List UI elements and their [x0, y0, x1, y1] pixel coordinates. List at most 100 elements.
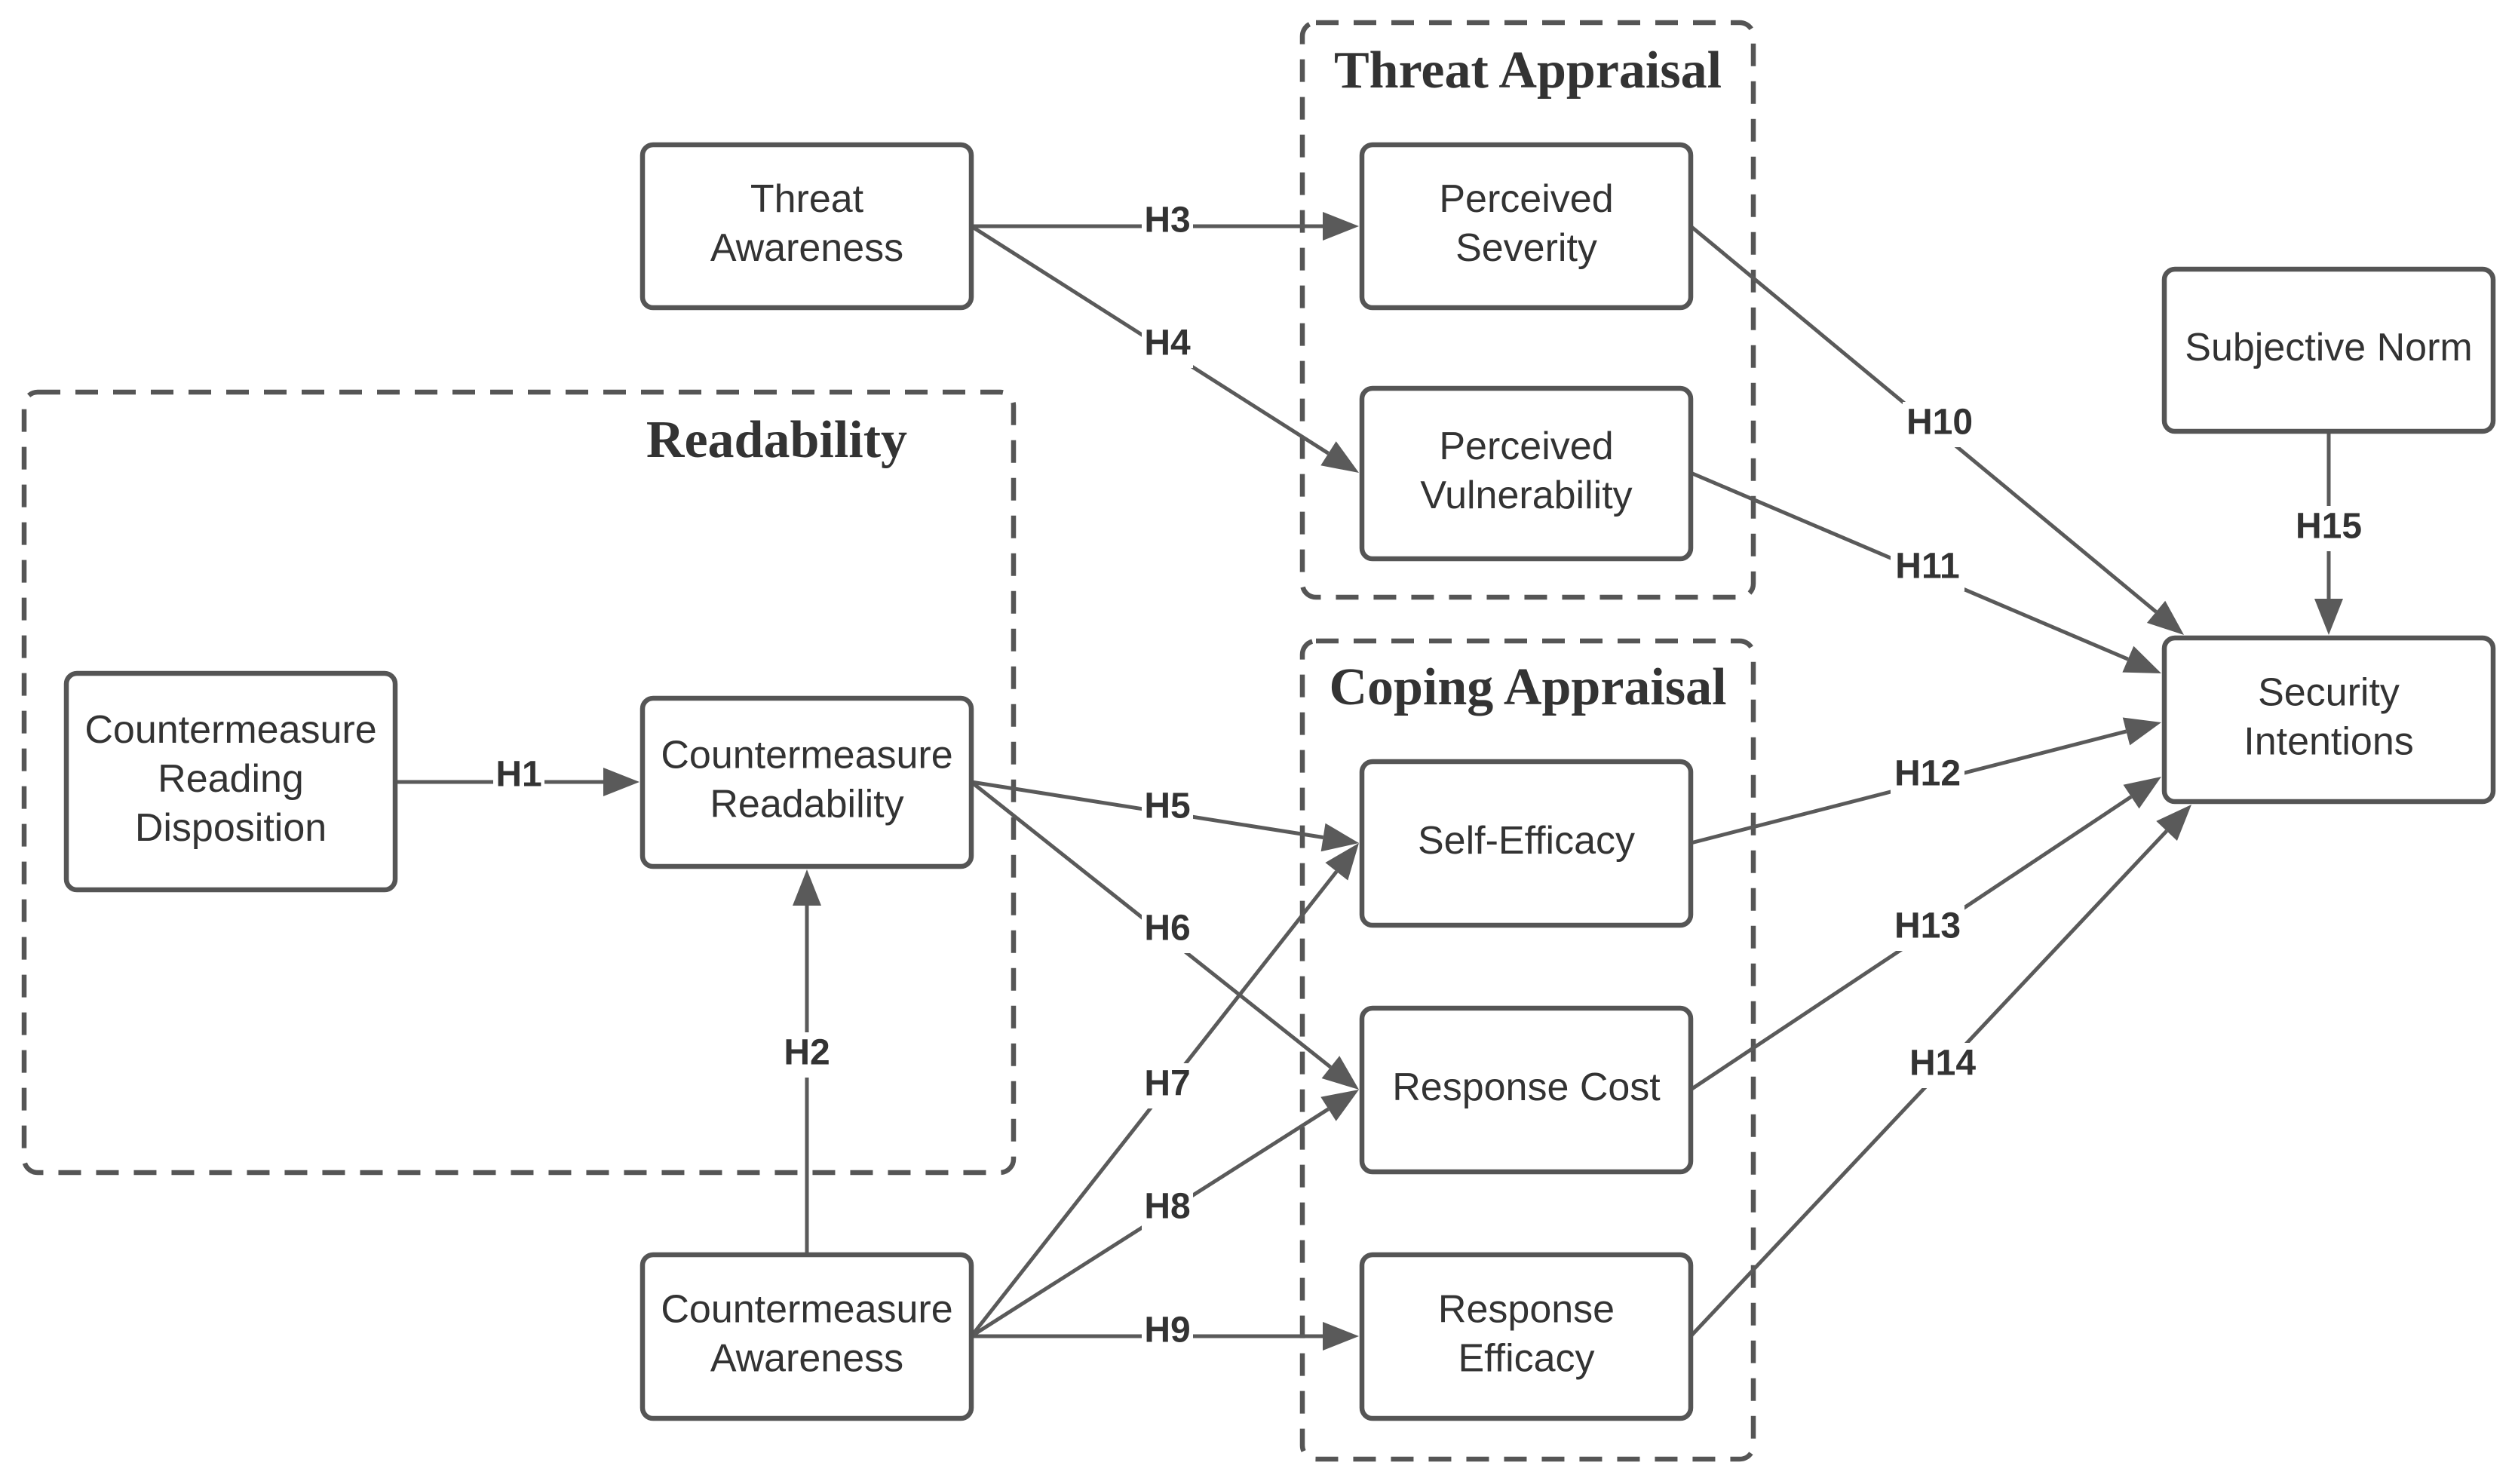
edge-h7-label: H7 — [1142, 1063, 1193, 1108]
edge-h2-label: H2 — [781, 1032, 833, 1078]
perceived-severity-label-line-1: Perceived — [1439, 177, 1613, 221]
countermeasure-readability-label-line-1: Countermeasure — [661, 734, 952, 777]
edge-h9-arrowhead — [1323, 1322, 1359, 1351]
edge-h2-arrowhead — [793, 869, 821, 906]
edge-h1-arrowhead — [603, 768, 639, 796]
edge-h3-arrowhead — [1323, 212, 1359, 241]
self-efficacy-node-box — [1359, 759, 1694, 928]
threat-awareness-label-line-2: Awareness — [710, 226, 903, 270]
edge-h8-label: H8 — [1142, 1186, 1193, 1231]
response-cost-node-box — [1359, 1005, 1694, 1175]
edge-h10-label-background — [1903, 402, 1977, 447]
edge-h1-label-text: H1 — [495, 755, 541, 795]
edge-h10-arrowhead — [2146, 600, 2184, 635]
edge-h9-label-text: H9 — [1144, 1311, 1190, 1351]
perceived-vulnerability-label-line-1: Perceived — [1439, 425, 1613, 468]
coping-appraisal-group-title: Coping Appraisal — [1329, 658, 1726, 716]
response-cost-label-line-1: Response Cost — [1392, 1065, 1661, 1109]
edge-h15-label: H15 — [2292, 506, 2366, 551]
edge-h7-label-background — [1142, 1063, 1193, 1108]
security-intentions-node-box — [2161, 635, 2496, 805]
response-efficacy-label-line-2: Efficacy — [1458, 1337, 1594, 1381]
readability-group-title: Readability — [646, 411, 907, 469]
countermeasure-readability-node-box — [639, 695, 974, 869]
edge-h4-arrowhead — [1320, 441, 1359, 473]
edge-h12-arrowhead — [2122, 717, 2161, 746]
edge-h14-label: H14 — [1906, 1043, 1980, 1088]
edge-h7-label-text: H7 — [1144, 1064, 1190, 1104]
readability-group: Readability — [21, 389, 1017, 1176]
perceived-vulnerability-node-box — [1359, 385, 1694, 562]
edge-h1-label: H1 — [493, 754, 544, 799]
edge-h13-label-text: H13 — [1894, 906, 1961, 946]
edge-h13-label-background — [1891, 906, 1964, 951]
countermeasure-reading-disposition-node-box — [63, 670, 398, 893]
edge-h2-label-background — [781, 1032, 833, 1078]
edge-h9-label-background — [1142, 1310, 1193, 1355]
edge-h11-label-text: H11 — [1895, 547, 1959, 587]
response-cost-node: Response Cost — [1359, 1005, 1694, 1175]
edge-h12-label: H12 — [1891, 753, 1964, 799]
threat-appraisal-group-title: Threat Appraisal — [1334, 41, 1722, 100]
self-efficacy-label-line-1: Self-Efficacy — [1418, 819, 1635, 863]
edge-h14-label-background — [1906, 1043, 1980, 1088]
edge-h15-label-background — [2292, 506, 2366, 551]
edge-h8-label-background — [1142, 1186, 1193, 1231]
subjective-norm-node-box — [2161, 266, 2496, 434]
edge-h6-arrowhead — [1321, 1056, 1359, 1090]
threat-appraisal-group-border — [1299, 20, 1756, 600]
edge-h14-arrowhead — [2156, 805, 2191, 841]
countermeasure-reading-disposition-label-line-2: Reading — [158, 757, 304, 801]
security-intentions-label-line-2: Intentions — [2244, 720, 2414, 764]
edge-h7-arrowhead — [1325, 843, 1359, 881]
response-efficacy-node-box — [1359, 1252, 1694, 1421]
edge-h2-label-text: H2 — [784, 1033, 830, 1073]
threat-appraisal-group: Threat Appraisal — [1299, 20, 1756, 600]
edge-h3-label-text: H3 — [1144, 201, 1190, 241]
edge-h14-label-text: H14 — [1909, 1044, 1976, 1084]
readability-group-border — [21, 389, 1017, 1176]
perceived-vulnerability-label-line-2: Vulnerability — [1420, 474, 1632, 517]
countermeasure-reading-disposition-label-line-3: Disposition — [135, 806, 327, 850]
edge-h11-arrowhead — [2122, 645, 2161, 673]
edge-h6-label: H6 — [1142, 908, 1193, 953]
countermeasure-awareness-node-box — [639, 1252, 974, 1421]
edge-h5-label-background — [1142, 786, 1193, 831]
countermeasure-readability-label-line-2: Readability — [710, 783, 903, 826]
edge-h13-arrowhead — [2123, 777, 2161, 809]
edge-h13-label: H13 — [1891, 906, 1964, 951]
edge-h6-label-background — [1142, 908, 1193, 953]
countermeasure-awareness-label-line-2: Awareness — [710, 1337, 903, 1381]
edge-h8-arrowhead — [1320, 1090, 1359, 1121]
edge-h3-label-background — [1142, 200, 1193, 245]
edge-h11-label: H11 — [1891, 546, 1964, 591]
threat-awareness-label-line-1: Threat — [750, 177, 864, 221]
security-intentions-label-line-1: Security — [2258, 671, 2400, 715]
countermeasure-reading-disposition-label-line-1: Countermeasure — [84, 708, 376, 752]
countermeasure-awareness-label-line-1: Countermeasure — [661, 1288, 952, 1332]
edge-h12-label-text: H12 — [1894, 754, 1961, 794]
self-efficacy-node: Self-Efficacy — [1359, 759, 1694, 928]
edge-h9-label: H9 — [1142, 1310, 1193, 1355]
edge-h8-label-text: H8 — [1144, 1187, 1190, 1227]
edge-h4-label-text: H4 — [1144, 323, 1191, 363]
perceived-severity-node-box — [1359, 142, 1694, 311]
edge-h5-label-text: H5 — [1144, 786, 1190, 826]
perceived-severity-label-line-2: Severity — [1455, 226, 1597, 270]
edge-h3-label: H3 — [1142, 200, 1193, 245]
edge-h6-label-text: H6 — [1144, 909, 1190, 949]
edge-h15-label-text: H15 — [2296, 507, 2362, 547]
edge-h5-label: H5 — [1142, 786, 1193, 831]
edge-h12-label-background — [1891, 753, 1964, 799]
edge-h10-label-text: H10 — [1906, 403, 1973, 443]
threat-awareness-node-box — [639, 142, 974, 311]
edge-h4-label-background — [1142, 323, 1193, 368]
